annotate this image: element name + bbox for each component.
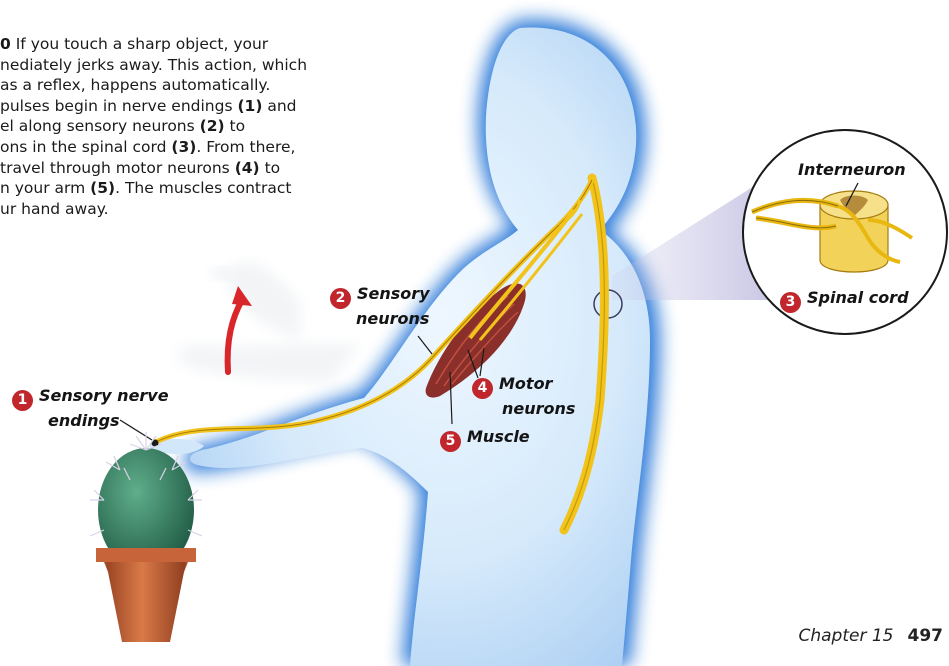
number-badge-1: 1: [12, 390, 33, 411]
label-text: Motor: [499, 374, 552, 393]
label-text: neurons: [472, 399, 575, 418]
caption-line-7: travel through motor neurons (4) to: [0, 159, 280, 177]
label-text: neurons: [330, 309, 429, 328]
figure-caption: 0 If you touch a sharp object, your nedi…: [0, 34, 350, 219]
figure-number: 0: [0, 35, 11, 53]
label-text: Spinal cord: [807, 288, 909, 307]
label-text: Sensory: [357, 284, 430, 303]
caption-line-3: as a reflex, happens automatically.: [0, 76, 270, 94]
number-badge-5: 5: [440, 431, 461, 452]
label-text: Muscle: [467, 427, 530, 446]
caption-line-2: nediately jerks away. This action, which: [0, 56, 307, 74]
caption-line-5: el along sensory neurons (2) to: [0, 117, 245, 135]
caption-line-8: n your arm (5). The muscles contract: [0, 179, 291, 197]
label-text: endings: [12, 411, 120, 430]
number-badge-4: 4: [472, 378, 493, 399]
label-text: Interneuron: [798, 160, 906, 179]
caption-line-9: ur hand away.: [0, 200, 109, 218]
caption-line-6: ons in the spinal cord (3). From there,: [0, 138, 295, 156]
page-footer: Chapter 15 497: [798, 626, 943, 646]
label-sensory-neurons: 2 Sensory neurons: [330, 284, 430, 328]
label-muscle: 5 Muscle: [440, 427, 530, 452]
chapter-label: Chapter 15: [798, 626, 893, 646]
number-badge-3: 3: [780, 292, 801, 313]
label-text: Sensory nerve: [39, 386, 169, 405]
label-interneuron: Interneuron: [798, 160, 906, 179]
label-spinal-cord: 3 Spinal cord: [780, 288, 909, 313]
label-motor-neurons: 4 Motor neurons: [472, 374, 575, 418]
label-sensory-nerve-endings: 1 Sensory nerve endings: [12, 386, 169, 430]
page-number: 497: [908, 626, 944, 646]
caption-line-4: pulses begin in nerve endings (1) and: [0, 97, 297, 115]
number-badge-2: 2: [330, 288, 351, 309]
caption-line-1: If you touch a sharp object, your: [16, 35, 268, 53]
